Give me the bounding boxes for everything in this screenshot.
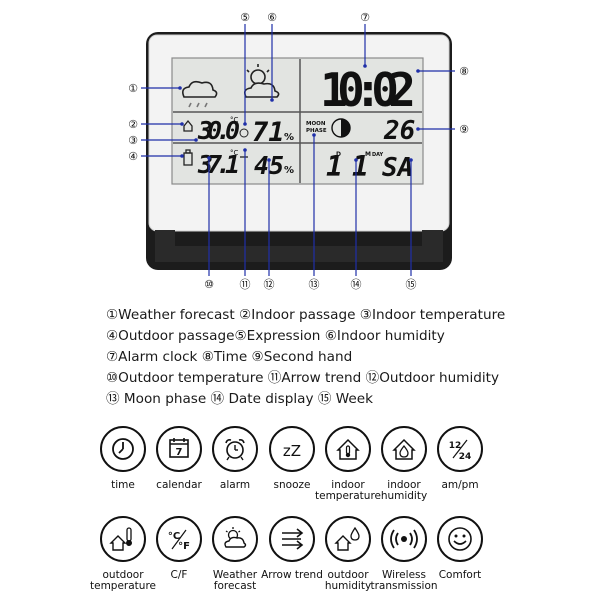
feature-label: am/pm (441, 479, 479, 491)
feature-outdoor-humidity: outdoor humidity (313, 516, 383, 592)
svg-text:°F: °F (178, 541, 190, 552)
lcd-month-marker: M (365, 151, 371, 158)
feature-snooze: zZ snooze (257, 426, 327, 491)
calendar-icon: 7 (169, 438, 189, 458)
callout-2: ② (128, 118, 138, 131)
feature-label: outdoor temperature (90, 569, 156, 592)
legend-line: ①Weather forecast ②Indoor passage ③Indoo… (106, 307, 506, 323)
feature-label: Arrow trend (261, 569, 323, 581)
svg-text:7: 7 (176, 447, 183, 458)
feature-label: time (111, 479, 135, 491)
callout-14: ⑭ (351, 278, 362, 291)
lcd-outdoor-temp: 37.1 (197, 150, 240, 179)
lcd-sun-cloud-icon (244, 64, 280, 98)
lcd-comfort-face-icon (239, 128, 249, 138)
celsius-fahrenheit-icon: °C°F (168, 529, 190, 552)
feature-indoor-temperature: indoor temperature (313, 426, 383, 502)
feature-label: calendar (156, 479, 202, 491)
feature-weather-forecast: Weather forecast (200, 516, 270, 592)
legend-line: ⑦Alarm clock ⑧Time ⑨Second hand (106, 349, 353, 365)
feature-alarm: alarm (200, 426, 270, 491)
svg-text:°C: °C (168, 531, 180, 542)
lcd-day-marker: D (336, 151, 341, 158)
arrow-trend-icon (282, 528, 304, 550)
svg-text:zZ: zZ (283, 442, 301, 460)
lcd-phase-label: PHASE (306, 128, 327, 134)
callout-13: ⑬ (309, 278, 320, 291)
feature-label: indoor temperature (315, 479, 381, 502)
callout-4: ④ (128, 150, 138, 163)
callout-15: ⑮ (406, 278, 417, 291)
wireless-transmission-icon (390, 529, 418, 549)
callout-5: ⑤ (240, 11, 250, 24)
callout-12: ⑫ (264, 278, 275, 291)
outdoor-channel-icon (183, 149, 193, 166)
alarm-icon (225, 439, 245, 461)
feature-label: Comfort (438, 569, 482, 581)
feature-label: alarm (219, 479, 251, 491)
lcd-indoor-temp-unit: °C (230, 116, 239, 124)
lcd-week-label: DAY (372, 152, 384, 158)
lcd-screen (171, 57, 424, 185)
callout-3: ③ (128, 134, 138, 147)
snooze-icon: zZ (283, 442, 301, 460)
indoor-humidity-icon (392, 438, 416, 460)
callout-8: ⑧ (459, 65, 469, 78)
feature-outdoor-temperature: outdoor temperature (88, 516, 158, 592)
feature-label: C/F (170, 569, 188, 581)
weather-forecast-icon (224, 527, 247, 548)
feature-label: snooze (273, 479, 311, 491)
callout-6: ⑥ (267, 11, 277, 24)
outdoor-humidity-icon (334, 526, 360, 551)
legend-line: ⑩Outdoor temperature ⑪Arrow trend ⑫Outdo… (106, 370, 500, 386)
clock-icon (112, 438, 134, 460)
legend-line: ④Outdoor passage⑤Expression ⑥Indoor humi… (106, 328, 445, 344)
feature-c-f: °C°F C/F (144, 516, 214, 581)
feature-indoor-humidity: indoor humidity (369, 426, 439, 502)
feature-legend: ①Weather forecast ②Indoor passage ③Indoo… (106, 305, 586, 410)
feature-label: Wireless transmission (370, 569, 438, 592)
lcd-outdoor-temp-unit: °C (230, 149, 239, 157)
feature-time: time (88, 426, 158, 491)
lcd-indoor-humidity-unit: % (284, 132, 294, 143)
svg-text:24: 24 (459, 452, 472, 462)
callout-10: ⑩ (204, 278, 214, 291)
feature-wireless-transmission: Wireless transmission (369, 516, 439, 592)
lcd-moon-phase-icon (331, 118, 351, 138)
feature-label: outdoor humidity (324, 569, 372, 592)
callout-9: ⑨ (459, 123, 469, 136)
lcd-time: 10:02 (320, 63, 416, 117)
lcd-day: 1 (326, 150, 343, 183)
lcd-outdoor-humidity-unit: % (284, 165, 294, 176)
callout-11: ⑪ (240, 278, 251, 291)
feature-label: Weather forecast (212, 569, 258, 592)
comfort-icon (448, 527, 472, 551)
svg-text:12: 12 (449, 441, 462, 451)
lcd-indoor-temp: 30.0 (197, 116, 240, 145)
feature-calendar: 7 calendar (144, 426, 214, 491)
feature-comfort: Comfort (425, 516, 495, 581)
lcd-indoor-humidity: 71 (252, 117, 285, 148)
outdoor-temperature-icon (109, 527, 132, 551)
feature-arrow-trend: Arrow trend (257, 516, 327, 581)
feature-label: indoor humidity (380, 479, 428, 502)
lcd-weekday: SA (382, 153, 413, 183)
lcd-seconds: 26 (383, 116, 415, 146)
indoor-channel-icon (183, 119, 193, 132)
legend-line: ⑬ Moon phase ⑭ Date display ⑮ Week (106, 391, 374, 407)
lcd-moon-label: MOON (306, 121, 326, 127)
callout-1: ① (128, 82, 138, 95)
weather-station-illustration: 30.0 °C 71 % 37.1 °C 45 % 10:02 MOON PHA… (128, 11, 469, 291)
callout-7: ⑦ (360, 11, 370, 24)
lcd-cloud-icon (182, 80, 218, 108)
indoor-temperature-icon (336, 438, 360, 460)
